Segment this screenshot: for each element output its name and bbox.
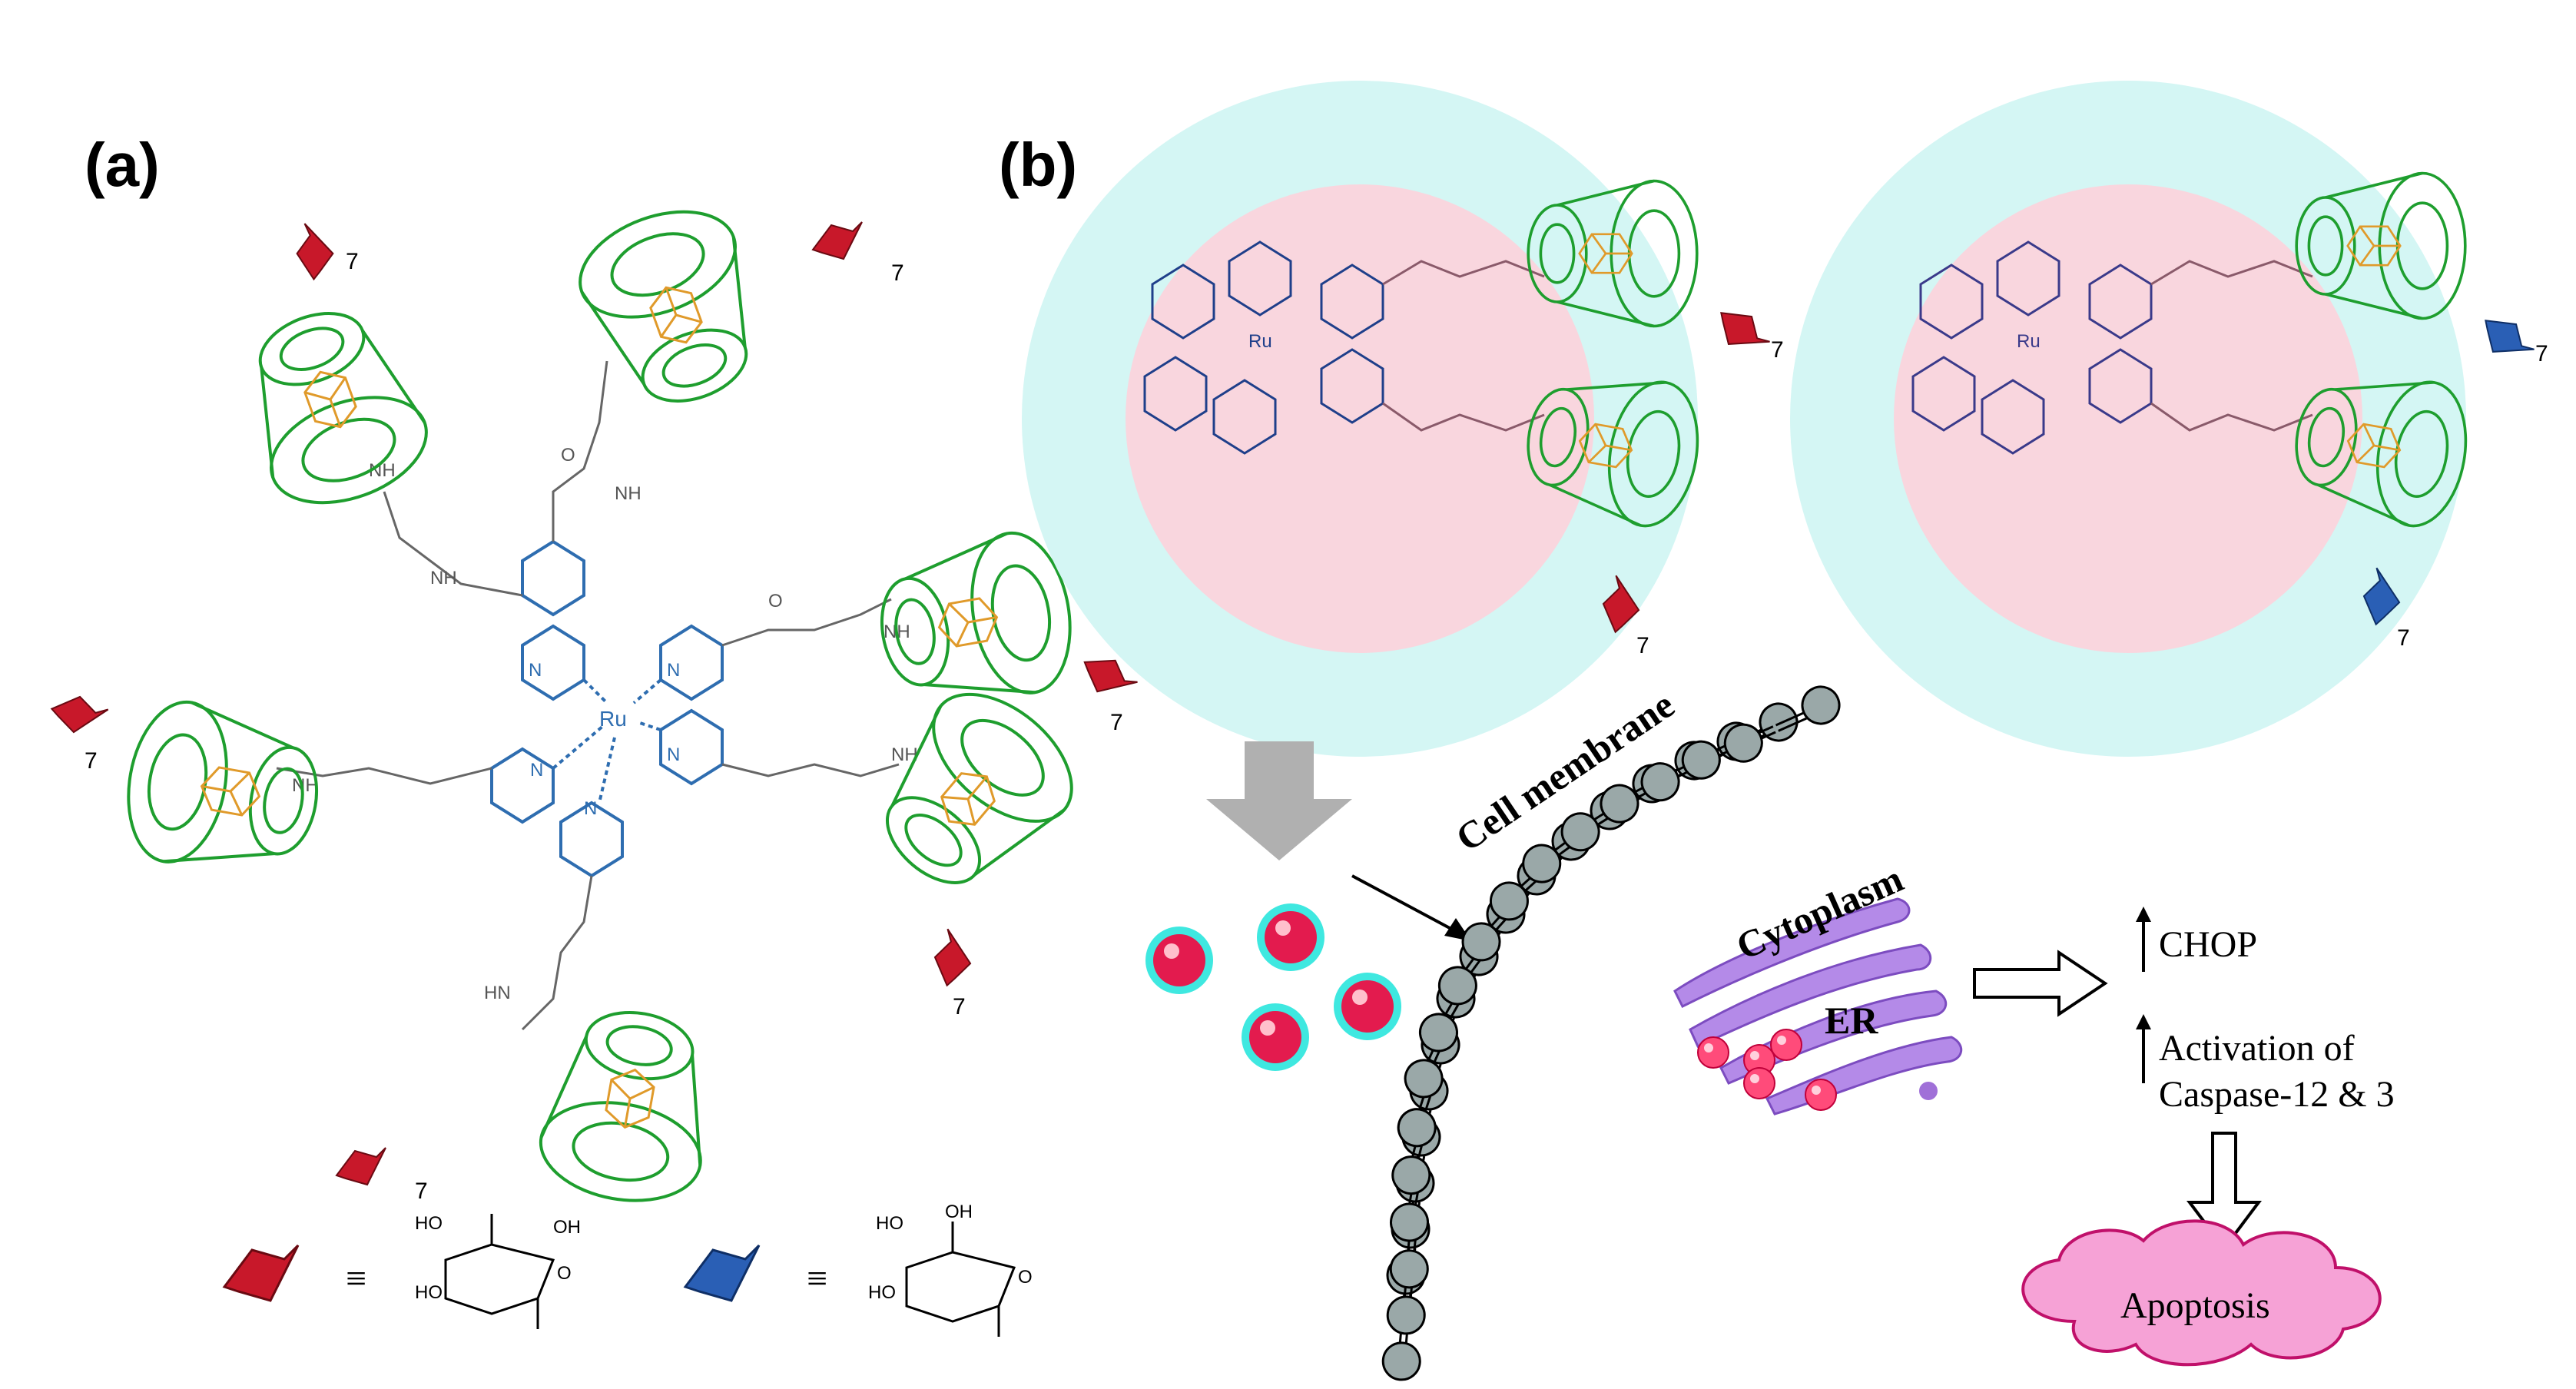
multiplicity-label: 7 xyxy=(2535,341,2548,366)
multiplicity-label: 7 xyxy=(953,994,966,1019)
n-atom-label: N xyxy=(667,660,680,681)
mannose-red-icon xyxy=(336,1147,386,1185)
ru-atom-label: Ru xyxy=(1248,331,1272,352)
nanoparticle-red-mannose: Ru 7 7 xyxy=(1022,81,1784,757)
hn-label: HN xyxy=(484,983,511,1003)
chop-label: CHOP xyxy=(2159,924,2257,965)
pathway: CHOP Activation of Caspase-12 & 3 Apopto… xyxy=(1973,907,2395,1367)
cyclodextrin-6 xyxy=(531,998,726,1215)
multiplicity-label: 7 xyxy=(346,249,359,274)
nanoparticle-icon xyxy=(1242,1003,1309,1071)
o-label: O xyxy=(557,1263,572,1284)
mannose-red-icon xyxy=(1712,298,1771,361)
mannose-legend: ≡ HO OH HO O ≡ HO OH HO O xyxy=(223,1202,1033,1337)
nh-label: NH xyxy=(430,568,457,588)
nanoparticle-icon xyxy=(1145,927,1213,994)
activation-label-line2: Caspase-12 & 3 xyxy=(2159,1074,2395,1115)
mannose-red-icon xyxy=(812,221,863,260)
ru-atom-label: Ru xyxy=(599,707,627,731)
ho-label: HO xyxy=(876,1213,903,1234)
equivalence-symbol: ≡ xyxy=(807,1258,827,1299)
ho-label: HO xyxy=(415,1282,443,1303)
mannose-red-icon xyxy=(223,1244,300,1302)
nh-label: NH xyxy=(615,483,642,504)
alpha-mannoside-structure xyxy=(444,1214,555,1329)
mannose-red-icon xyxy=(287,223,340,283)
panel-a-label: (a) xyxy=(85,131,160,199)
beta-mannoside-structure xyxy=(905,1222,1016,1337)
mannose-red-icon xyxy=(922,928,981,991)
nanoparticle-icon xyxy=(1334,973,1401,1040)
mannose-blue-icon xyxy=(2476,306,2535,369)
ru-atom-label: Ru xyxy=(2017,331,2041,352)
multiplicity-label: 7 xyxy=(1771,337,1784,363)
nanoparticle-cluster xyxy=(1145,903,1401,1071)
cell-membrane-bilayer xyxy=(1377,679,1848,1383)
hollow-arrow-right-icon xyxy=(1973,950,2108,1017)
oh-label: OH xyxy=(553,1217,581,1238)
nanoparticle-icon xyxy=(1257,903,1324,971)
equivalence-symbol: ≡ xyxy=(346,1258,366,1299)
nanoparticle-blue-mannose: Ru 7 7 xyxy=(1790,81,2548,757)
vesicle-icon xyxy=(1743,1067,1775,1099)
endoplasmic-reticulum xyxy=(1673,897,1962,1116)
vesicle-icon xyxy=(1697,1036,1729,1069)
mannose-blue-icon xyxy=(684,1244,761,1302)
er-label: ER xyxy=(1825,999,1878,1042)
mannose-red-icon xyxy=(46,684,109,743)
oh-label: OH xyxy=(945,1202,973,1222)
hollow-arrow-down-icon xyxy=(2186,1132,2262,1251)
multiplicity-label: 7 xyxy=(891,260,904,286)
multiplicity-label: 7 xyxy=(415,1178,428,1204)
multiplicity-label: 7 xyxy=(1636,633,1649,658)
n-atom-label: N xyxy=(529,660,542,681)
cyclodextrin-5 xyxy=(849,668,1097,919)
cyclodextrin-2 xyxy=(564,191,783,426)
ruthenium-complex-structure: Ru N N N N N NH O NH NH O NH NH NH HN xyxy=(46,191,1139,1215)
vesicle-icon xyxy=(1805,1079,1837,1111)
o-label: O xyxy=(561,445,575,466)
vesicle-icon xyxy=(1770,1029,1802,1061)
n-atom-label: N xyxy=(667,744,680,765)
ru-complex-rings xyxy=(1143,240,1384,455)
ho-label: HO xyxy=(415,1213,443,1234)
multiplicity-label: 7 xyxy=(1110,710,1123,735)
linker-chains xyxy=(2150,260,2313,432)
linker-chains xyxy=(1382,260,1545,432)
o-label: O xyxy=(768,591,783,612)
entry-arrow-icon xyxy=(1351,874,1471,941)
n-atom-label: N xyxy=(530,760,543,781)
ho-label: HO xyxy=(868,1282,896,1303)
multiplicity-label: 7 xyxy=(85,748,98,774)
ru-complex-rings xyxy=(1911,240,2153,455)
o-label: O xyxy=(1018,1267,1033,1288)
multiplicity-label: 7 xyxy=(2397,625,2410,651)
activation-label-line1: Activation of xyxy=(2159,1028,2355,1069)
amide-linkers xyxy=(276,360,900,1031)
uptake-arrow-icon xyxy=(1206,741,1352,860)
apoptosis-label: Apoptosis xyxy=(2120,1285,2270,1326)
n-atom-label: N xyxy=(584,798,597,819)
panel-b-label: (b) xyxy=(999,131,1077,199)
cyclodextrin-1 xyxy=(224,289,443,524)
apoptosis-cloud xyxy=(2021,1219,2382,1367)
